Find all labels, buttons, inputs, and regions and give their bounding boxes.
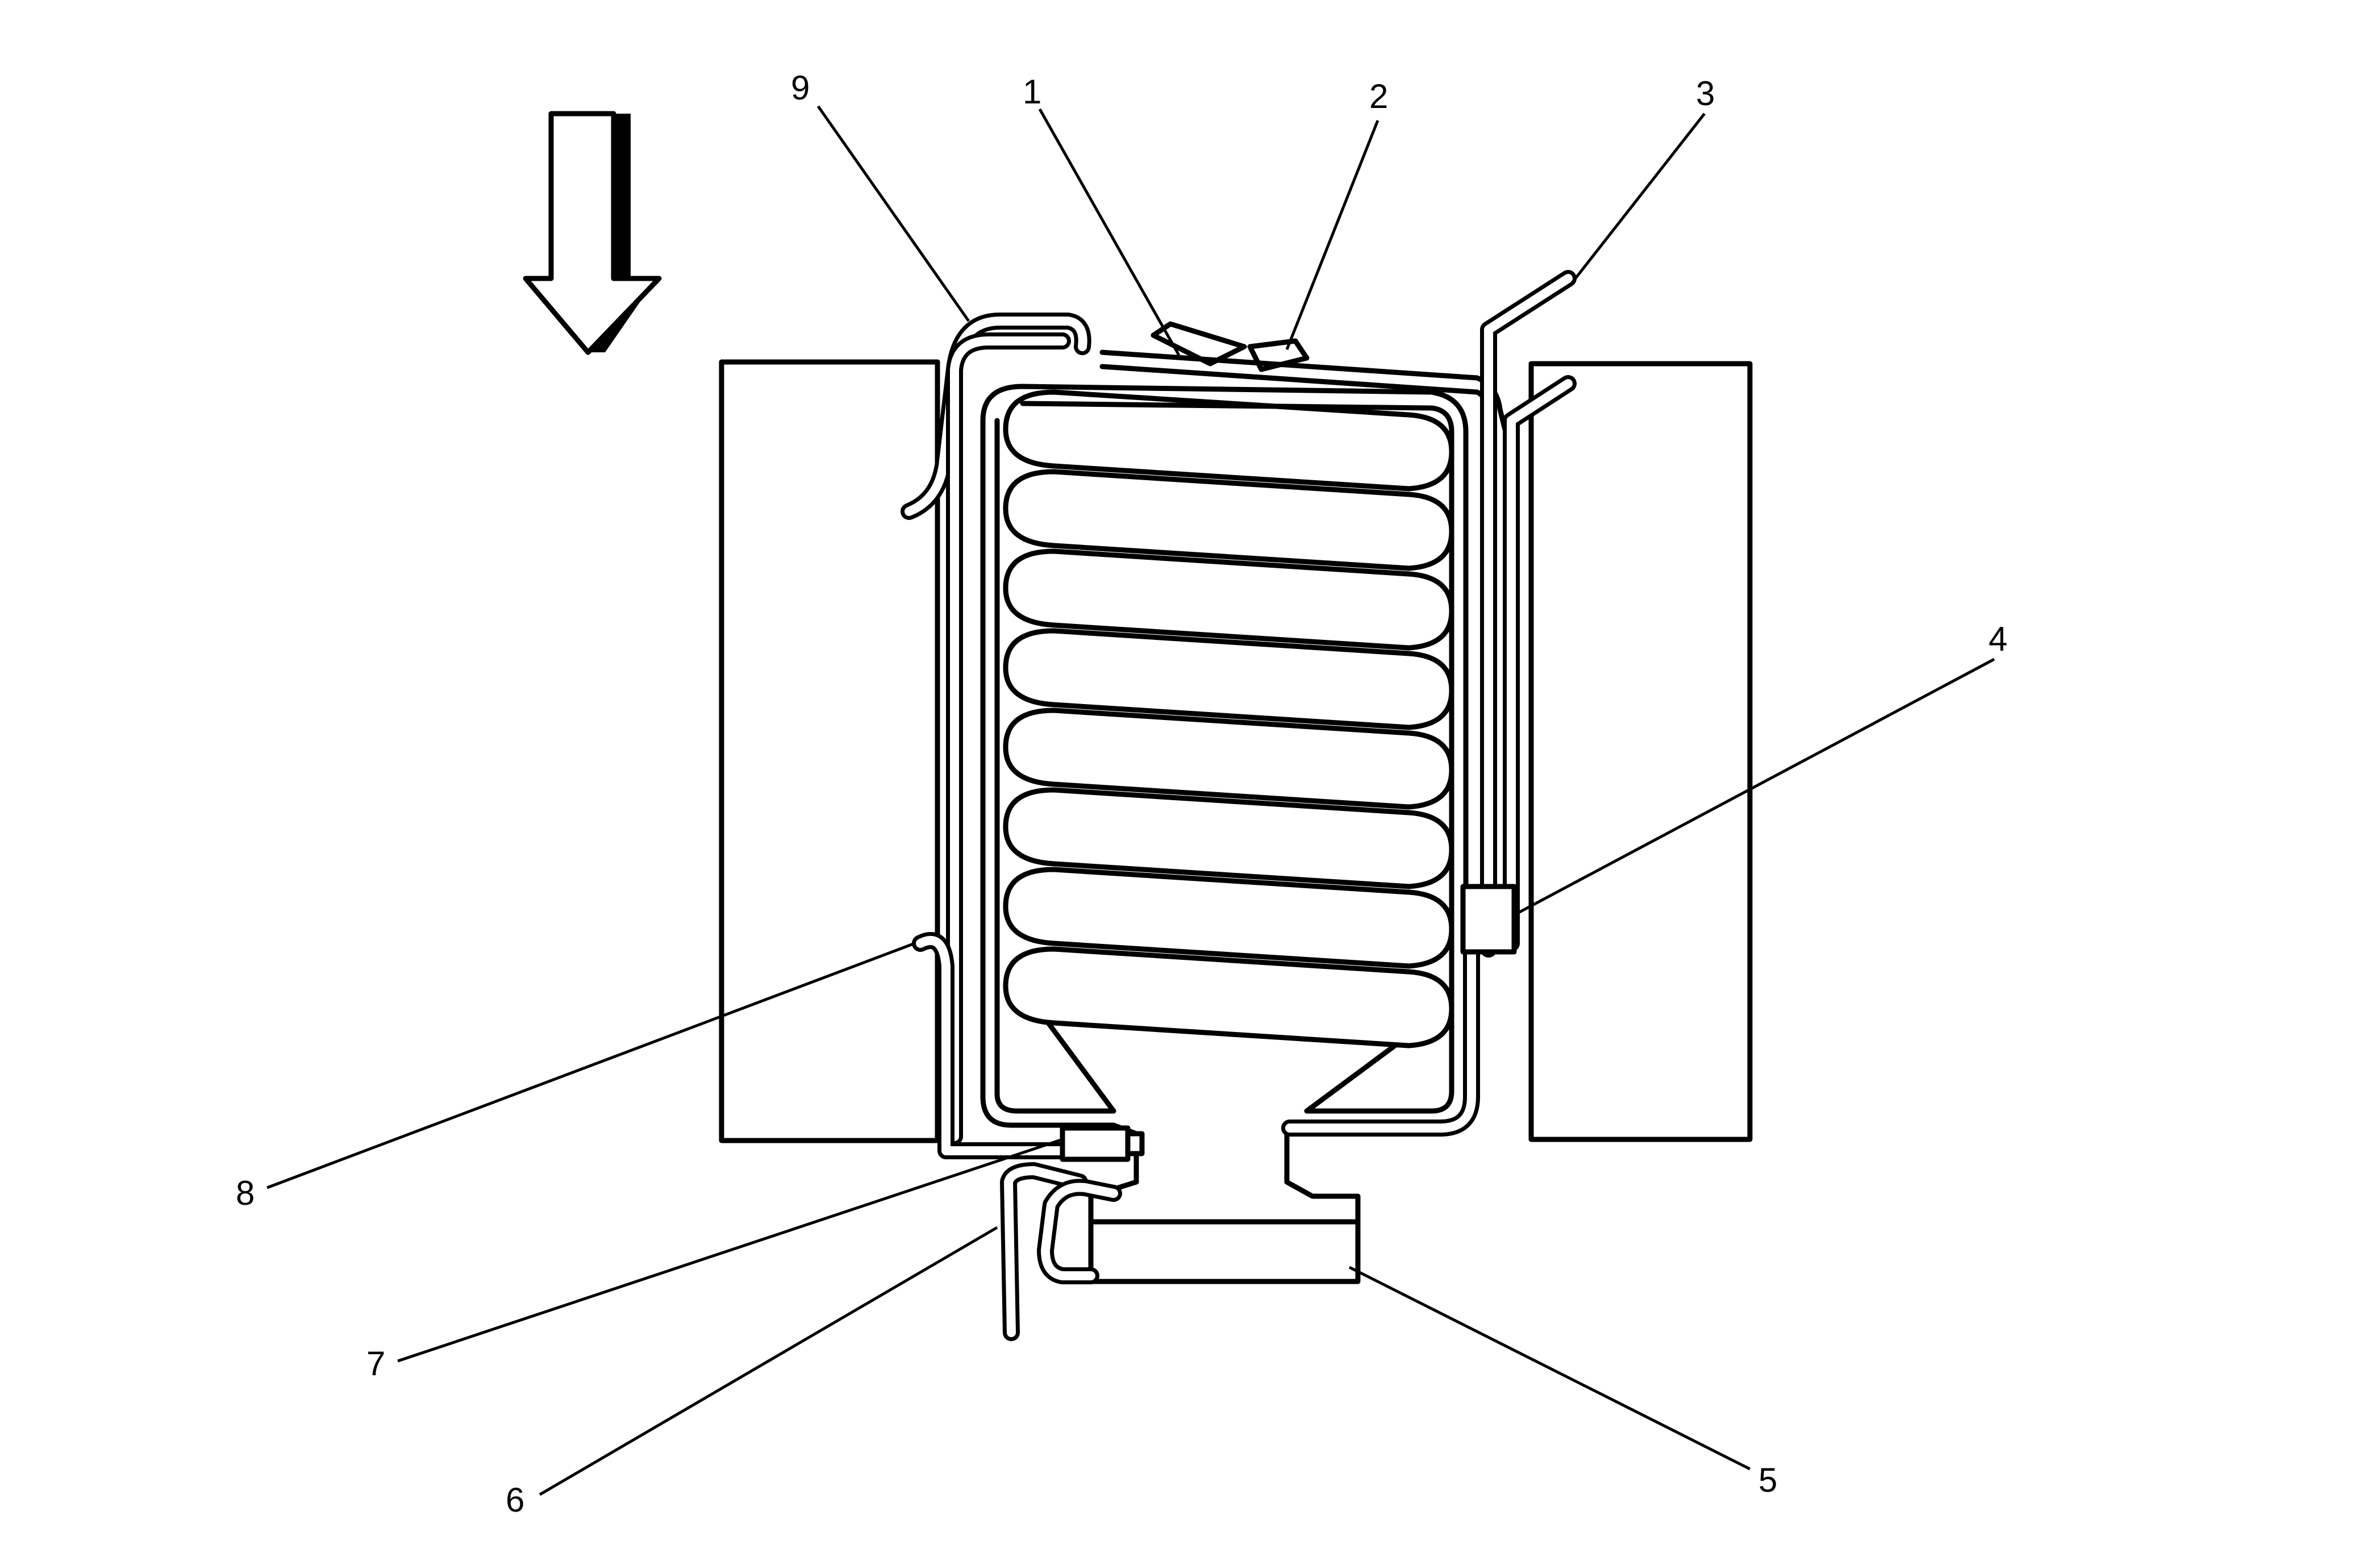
fill-vent-pipes xyxy=(1281,270,1577,1137)
pipe-connector xyxy=(1460,884,1517,955)
fuel-line-connector xyxy=(1060,1125,1131,1162)
down-arrow-icon xyxy=(523,111,662,355)
leader-lines xyxy=(266,105,1995,1496)
fuel-pump-module xyxy=(1088,1219,1361,1284)
callout-6: 6 xyxy=(506,1481,524,1519)
callout-4: 4 xyxy=(1989,620,2007,658)
callout-5: 5 xyxy=(1758,1461,1777,1499)
callout-1: 1 xyxy=(1023,73,1041,111)
fuel-line-connector-tab xyxy=(1125,1131,1145,1156)
callout-9: 9 xyxy=(791,69,810,107)
right-frame-rail xyxy=(1528,361,1753,1142)
left-frame-rail xyxy=(719,359,940,1143)
callout-7: 7 xyxy=(366,1345,385,1383)
callout-8: 8 xyxy=(236,1174,255,1212)
callout-3: 3 xyxy=(1696,74,1715,113)
callout-2: 2 xyxy=(1369,77,1388,115)
left-fuel-lines xyxy=(901,313,1145,1341)
callout-labels: 9 1 2 3 4 5 6 7 8 xyxy=(236,69,2007,1519)
tank-convolutions xyxy=(1003,389,1454,1114)
fuel-tank xyxy=(980,384,1469,1284)
